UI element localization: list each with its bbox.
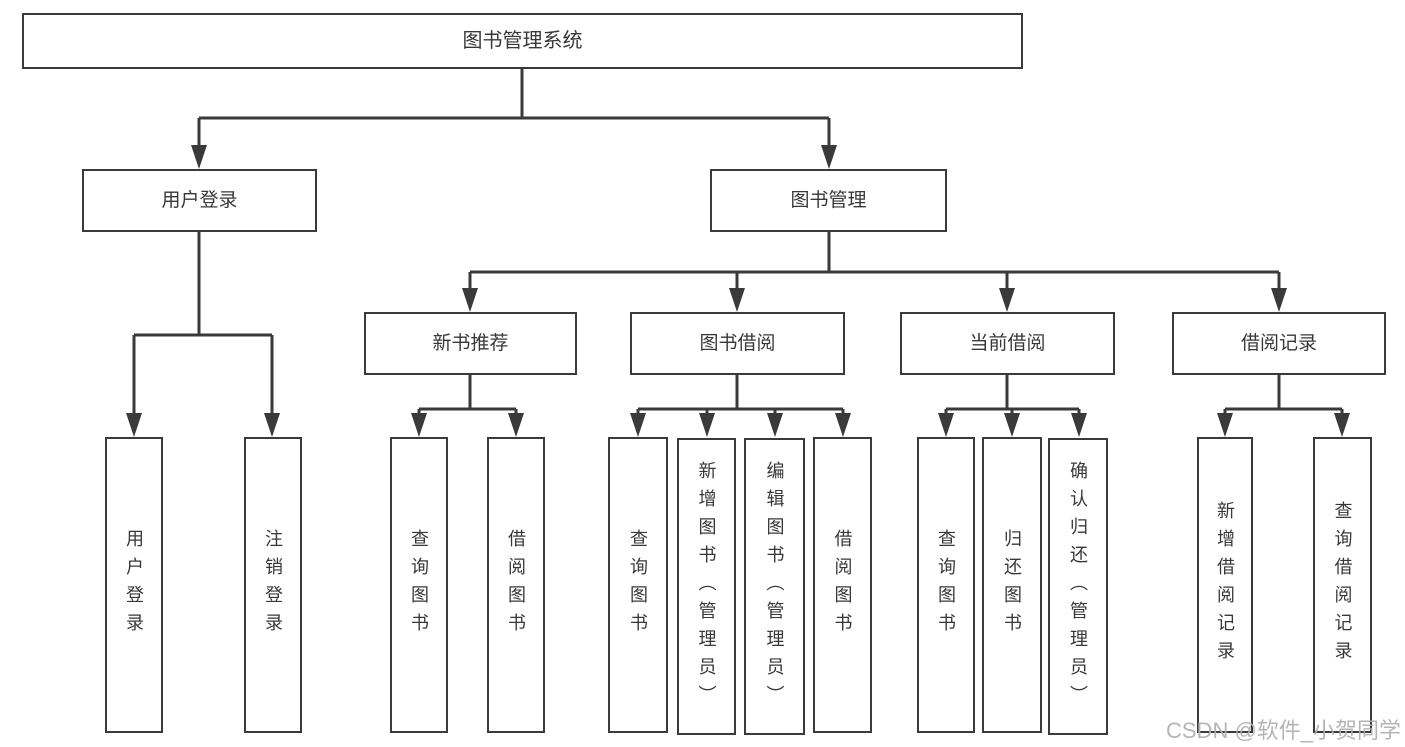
leaf-logout-login: 注销登录 xyxy=(244,437,302,733)
leaf-add-books-admin: 新增图书（管理员） xyxy=(677,438,736,735)
edge-root-to-level2 xyxy=(191,69,837,169)
node-new-book-recommend: 新书推荐 xyxy=(364,312,577,375)
node-book-management: 图书管理 xyxy=(710,169,947,232)
node-root-library-management-system: 图书管理系统 xyxy=(22,13,1023,69)
leaf-confirm-return-admin: 确认归还（管理员） xyxy=(1048,438,1108,735)
node-user-login: 用户登录 xyxy=(82,169,317,232)
edge-new-book-recommend-to-leaves xyxy=(411,375,524,437)
edge-book-borrow-to-leaves xyxy=(630,375,851,437)
node-borrow-records: 借阅记录 xyxy=(1172,312,1386,375)
leaf-user-login: 用户登录 xyxy=(105,437,163,733)
edge-book-management-to-level3 xyxy=(462,232,1287,312)
leaf-add-borrow-record: 新增借阅记录 xyxy=(1197,437,1253,733)
edge-current-borrow-to-leaves xyxy=(938,375,1087,437)
node-book-borrow: 图书借阅 xyxy=(630,312,845,375)
leaf-borrow-borrow-books: 借阅图书 xyxy=(813,437,872,733)
leaf-recommend-query-books: 查询图书 xyxy=(390,437,448,733)
leaf-borrow-query-books: 查询图书 xyxy=(608,437,668,733)
csdn-watermark: CSDN @软件_小贺同学 xyxy=(1166,718,1402,743)
node-current-borrow: 当前借阅 xyxy=(900,312,1115,375)
edge-borrow-records-to-leaves xyxy=(1217,375,1350,437)
edge-user-login-to-leaves xyxy=(126,232,280,437)
leaf-query-borrow-record: 查询借阅记录 xyxy=(1313,437,1372,733)
leaf-edit-books-admin: 编辑图书（管理员） xyxy=(744,438,805,735)
leaf-current-query-books: 查询图书 xyxy=(917,437,975,733)
leaf-return-books: 归还图书 xyxy=(982,437,1042,733)
leaf-recommend-borrow-books: 借阅图书 xyxy=(487,437,545,733)
